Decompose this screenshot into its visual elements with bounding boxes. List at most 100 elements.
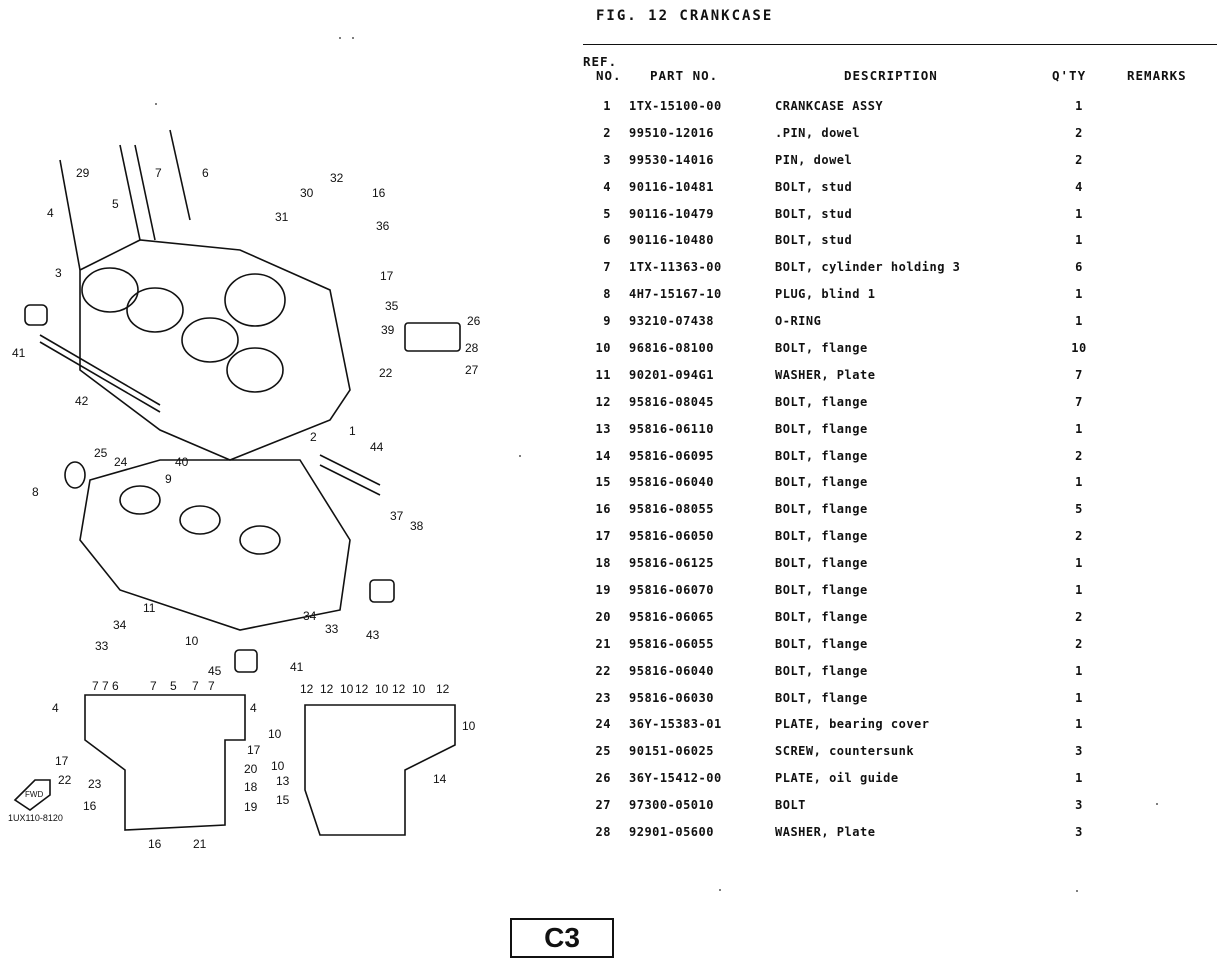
svg-text:10: 10 <box>271 759 285 773</box>
ref-cell: 14 <box>595 448 611 463</box>
description-cell: WASHER, Plate <box>775 367 876 382</box>
quantity-cell: 1 <box>1075 475 1083 490</box>
svg-text:7 7 6: 7 7 6 <box>92 679 119 693</box>
ref-cell: 28 <box>595 825 611 840</box>
svg-text:3: 3 <box>55 266 62 280</box>
scan-speck <box>352 37 354 39</box>
svg-text:37: 37 <box>390 509 404 523</box>
ref-cell: 18 <box>595 556 611 571</box>
description-cell: BOLT, flange <box>775 529 868 544</box>
part-number-cell: 95816-06050 <box>629 529 714 544</box>
svg-text:25: 25 <box>94 446 108 460</box>
part-number-cell: 95816-08055 <box>629 502 714 517</box>
svg-text:21: 21 <box>193 837 207 851</box>
ref-cell: 19 <box>595 583 611 598</box>
ref-cell: 2 <box>603 125 611 140</box>
svg-text:31: 31 <box>275 210 289 224</box>
svg-text:36: 36 <box>376 219 390 233</box>
part-number-cell: 1TX-11363-00 <box>629 260 722 275</box>
ref-cell: 10 <box>595 341 611 356</box>
quantity-cell: 7 <box>1075 367 1083 382</box>
part-number-cell: 1TX-15100-00 <box>629 99 722 113</box>
description-cell: BOLT <box>775 798 806 813</box>
svg-text:23: 23 <box>88 777 102 791</box>
svg-text:34: 34 <box>303 609 317 623</box>
ref-cell: 8 <box>603 287 611 302</box>
quantity-cell: 10 <box>1071 341 1087 356</box>
bottom-view-left <box>84 694 246 831</box>
quantity-cell: 1 <box>1075 233 1083 248</box>
quantity-cell: 2 <box>1075 152 1083 167</box>
ref-cell: 3 <box>603 152 611 167</box>
ref-cell: 23 <box>595 690 611 705</box>
part-number-cell: 95816-06055 <box>629 636 714 651</box>
ref-cell: 4 <box>603 179 611 194</box>
svg-text:14: 14 <box>433 772 447 786</box>
quantity-cell: 2 <box>1075 125 1083 140</box>
quantity-cell: 1 <box>1075 287 1083 302</box>
ref-cell: 25 <box>595 744 611 759</box>
quantity-cell: 6 <box>1075 260 1083 275</box>
svg-text:7: 7 <box>150 679 157 693</box>
svg-text:11: 11 <box>143 601 156 615</box>
ref-cell: 13 <box>595 421 611 436</box>
scan-speck <box>155 103 157 105</box>
svg-text:39: 39 <box>381 323 395 337</box>
ref-cell: 24 <box>595 717 611 732</box>
ref-cell: 16 <box>595 502 611 517</box>
svg-text:10: 10 <box>268 727 282 741</box>
part-number-cell: 95816-06125 <box>629 556 714 571</box>
description-cell: BOLT, flange <box>775 394 868 409</box>
ref-cell: 15 <box>595 475 611 490</box>
svg-text:12: 12 <box>300 682 314 696</box>
part-number-cell: 95816-06070 <box>629 583 714 598</box>
svg-text:17: 17 <box>380 269 394 283</box>
description-cell: PLATE, oil guide <box>775 771 899 786</box>
svg-text:45: 45 <box>208 664 222 678</box>
ref-cell: 6 <box>603 233 611 248</box>
quantity-cell: 1 <box>1075 314 1083 329</box>
svg-text:5: 5 <box>112 197 119 211</box>
description-cell: PLUG, blind 1 <box>775 287 876 302</box>
svg-text:41: 41 <box>12 346 26 360</box>
svg-text:41: 41 <box>290 660 304 674</box>
ref-cell: 1 <box>603 99 611 113</box>
svg-text:16: 16 <box>83 799 97 813</box>
svg-text:15: 15 <box>276 793 290 807</box>
svg-text:12: 12 <box>320 682 334 696</box>
description-cell: BOLT, flange <box>775 663 868 678</box>
upper-crankcase-outline <box>79 239 351 461</box>
quantity-cell: 4 <box>1075 179 1083 194</box>
part-number-cell: 90116-10479 <box>629 206 714 221</box>
quantity-cell: 1 <box>1075 771 1083 786</box>
svg-text:4: 4 <box>250 701 257 715</box>
ref-cell: 17 <box>595 529 611 544</box>
svg-text:42: 42 <box>75 394 89 408</box>
ref-cell: 22 <box>595 663 611 678</box>
quantity-cell: 3 <box>1075 825 1083 840</box>
part-number-cell: 95816-06030 <box>629 690 714 705</box>
svg-text:10: 10 <box>412 682 426 696</box>
scan-speck <box>1156 803 1158 805</box>
cylinder-bore-2 <box>126 287 184 333</box>
part-number-cell: 36Y-15383-01 <box>629 717 722 732</box>
scan-speck <box>519 455 521 457</box>
svg-text:5: 5 <box>170 679 177 693</box>
svg-text:16: 16 <box>148 837 162 851</box>
